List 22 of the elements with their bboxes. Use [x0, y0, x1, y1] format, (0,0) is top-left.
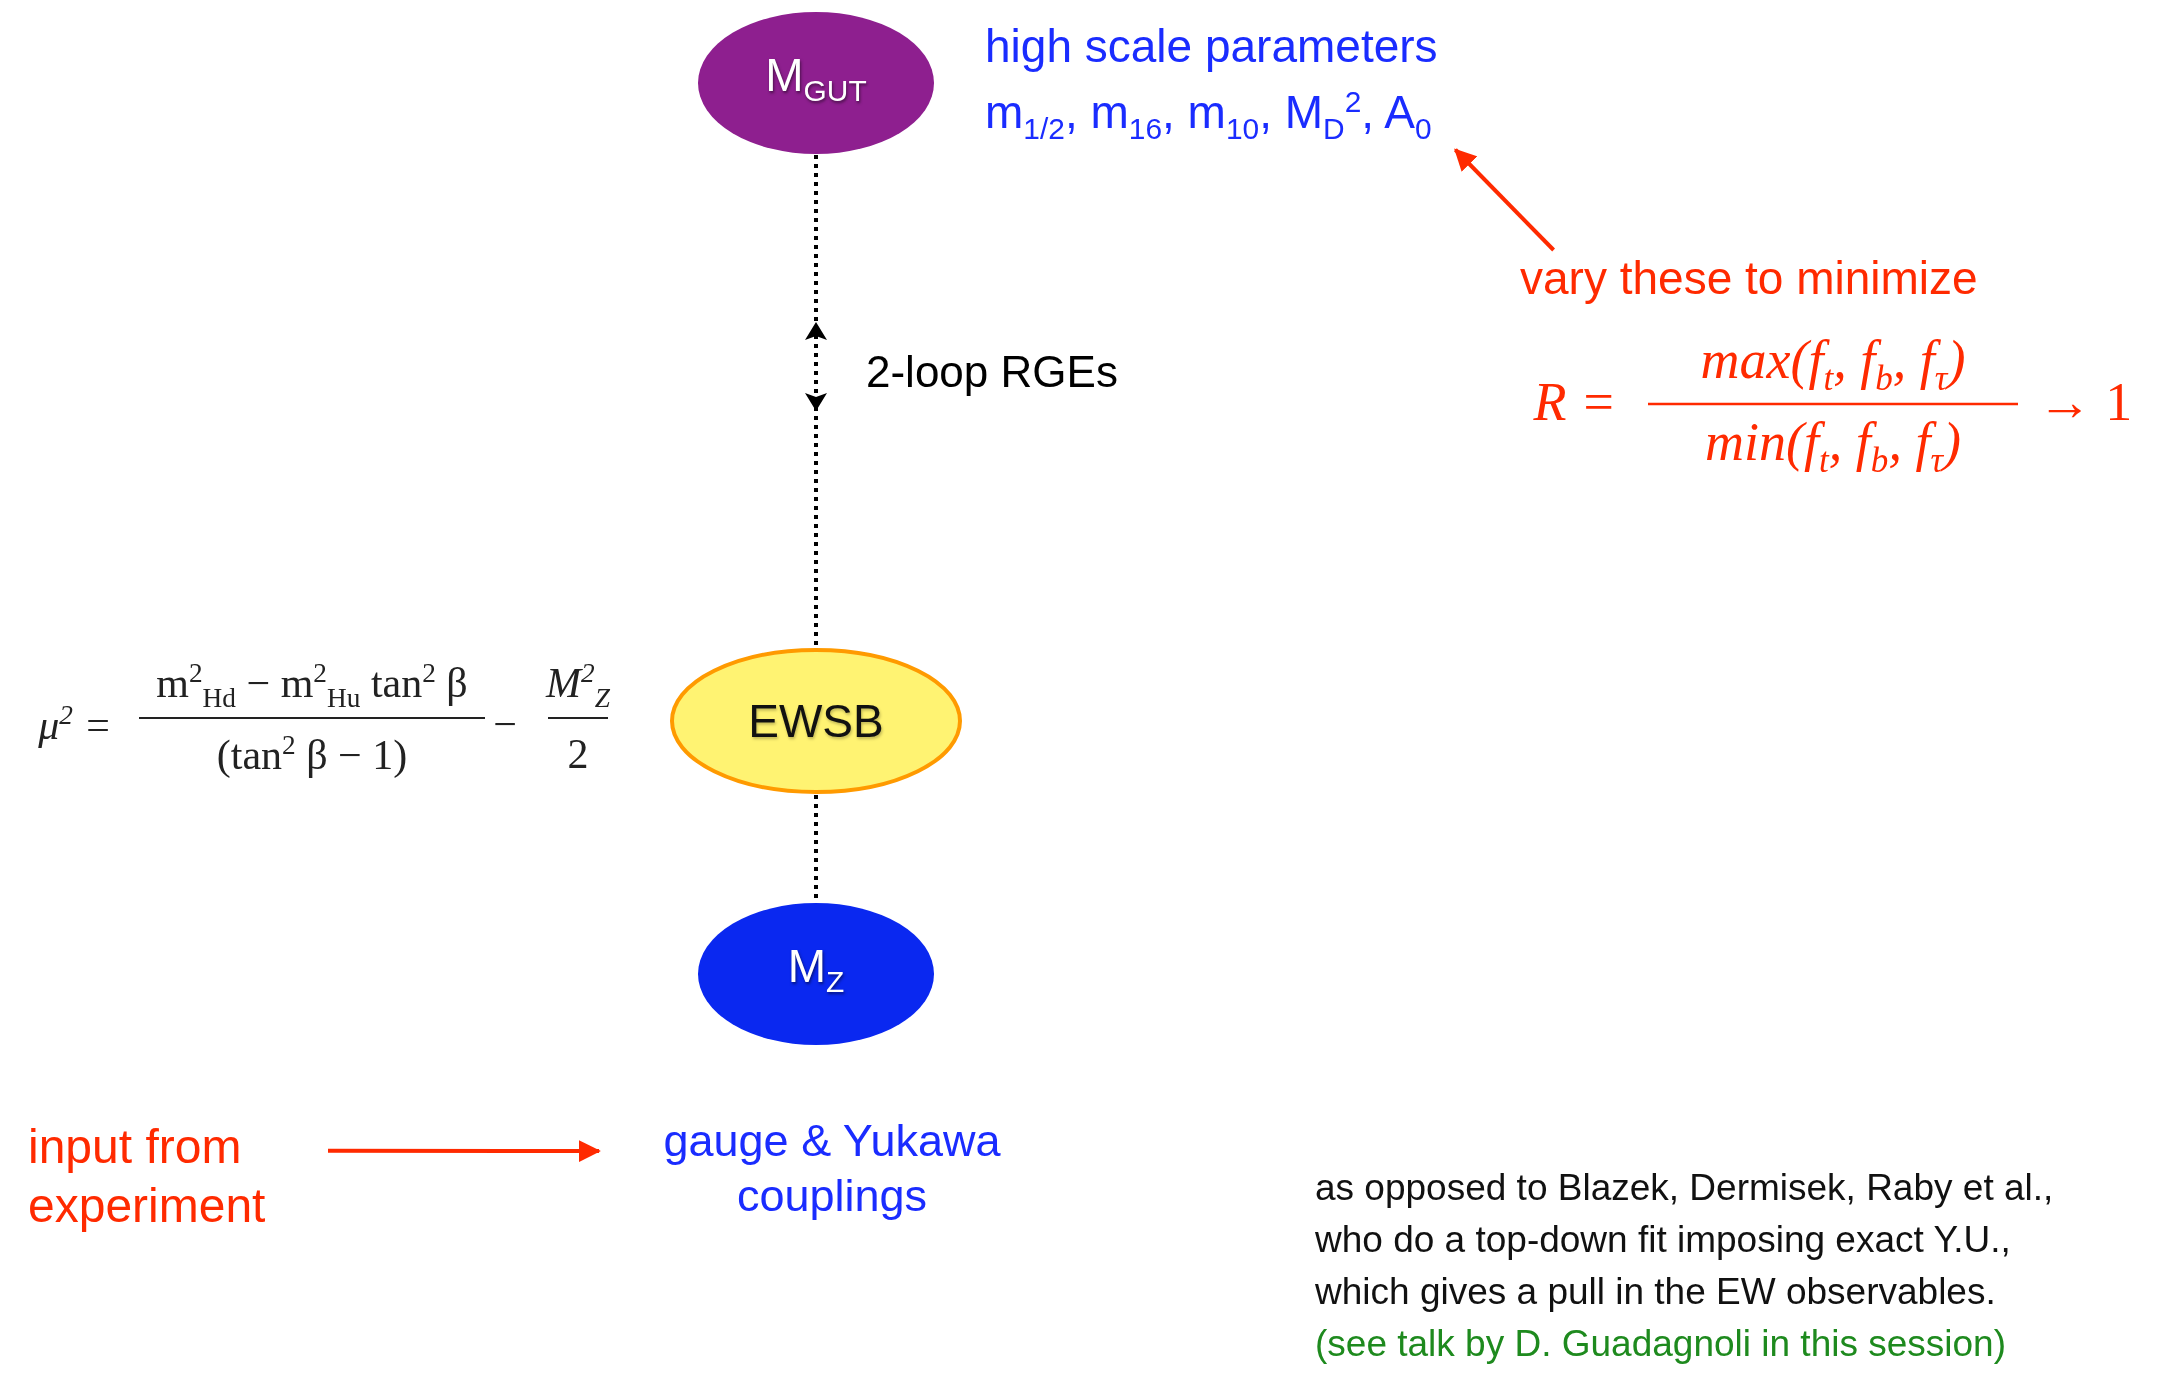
- formula-text: R =: [1533, 371, 1617, 433]
- formula-text: −: [493, 700, 517, 748]
- formula-denominator: (tan$^{2}$ β − 1): [216, 729, 408, 779]
- text-heading: vary these to minimize: [1520, 251, 1979, 306]
- text-heading: high scale parameters: [985, 19, 1439, 74]
- reference-note: (see talk by D. Guadagnoli in this session): [1315, 1322, 2007, 1366]
- formula-text: → 1: [2037, 371, 2133, 433]
- formula-text: μ$^{2}$ =: [38, 699, 112, 749]
- formula-numerator: max(f$_{t}$, f$_{b}$, f$_{τ}$): [1700, 329, 1966, 399]
- arrow: [805, 155, 827, 647]
- formula-denominator: min(f$_{t}$, f$_{b}$, f$_{τ}$): [1705, 411, 1961, 481]
- formula-numerator: m$^{2}$$_{Hd}$ − m$^{2}$$_{Hu}$ tan$^{2}$ β: [156, 658, 468, 714]
- node-label: M$_{Z}$: [787, 938, 845, 1001]
- formula-denominator: 2: [567, 730, 589, 778]
- arrow: [1453, 148, 1556, 252]
- text-heading: gauge & Yukawa couplings: [662, 1114, 1002, 1223]
- parameter-list: m$_{1/2}$, m$_{16}$, m$_{10}$, M$_{D}$$^{2}$, A$_{0}$: [985, 74, 1465, 157]
- node-label: EWSB: [748, 693, 884, 749]
- node-label: M$_{GUT}$: [765, 47, 867, 110]
- arrow: [328, 1140, 601, 1163]
- text-heading: input from experiment: [28, 1119, 267, 1234]
- note-paragraph: as opposed to Blazek, Dermisek, Raby et al., who do a top-down fit imposing exact Y.U., which gives a pull in the EW observables.: [1315, 1166, 2055, 1314]
